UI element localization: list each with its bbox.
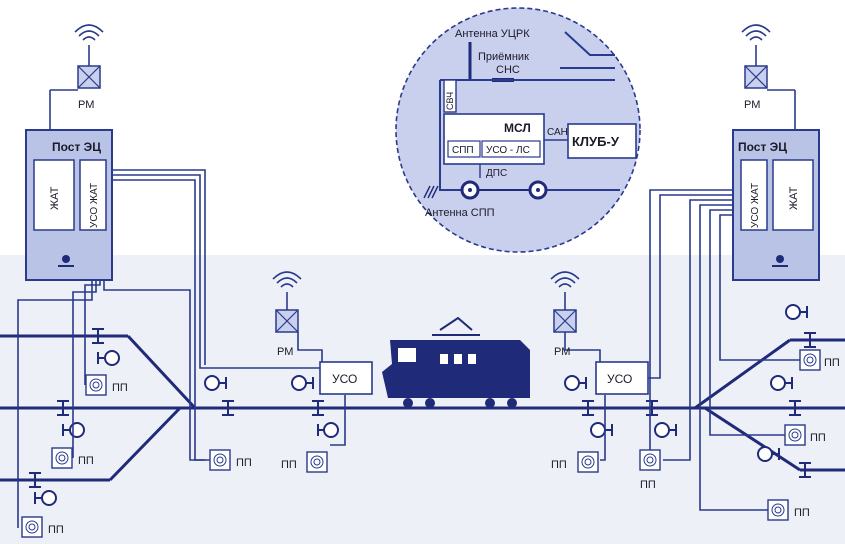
uso-ls-box: [481, 140, 541, 158]
klub-label: КЛУБ-У: [572, 134, 620, 149]
phone-icon: [772, 255, 788, 267]
rm-label: РМ: [744, 99, 760, 111]
pp-device: ПП: [85, 374, 128, 396]
pp-devices: ПП ПП ПП ПП ПП ПП ПП ПП ПП ПП: [21, 349, 840, 538]
sns-label: СНС: [496, 64, 520, 76]
left-lower-switch: [108, 406, 182, 482]
signals: [34, 304, 808, 506]
zhat-right-label: ЖАТ: [788, 186, 800, 210]
svg-text:ПП: ПП: [78, 455, 94, 467]
msl-label: МСЛ: [504, 121, 531, 135]
pp-device: ПП: [639, 449, 661, 491]
signal-icon: [317, 422, 339, 438]
right-upper-switch: [694, 338, 791, 410]
zhat-left-box: [33, 159, 75, 231]
left-upper-switch: [126, 334, 197, 410]
svg-text:ПП: ПП: [810, 432, 826, 444]
post-ec-left: Пост ЭЦ ЖАТ УСО ЖАТ: [25, 129, 113, 281]
post-ec-right: Пост ЭЦ УСО ЖАТ ЖАТ: [732, 129, 820, 281]
signal-icon: [654, 422, 677, 438]
svg-text:ПП: ПП: [551, 459, 567, 471]
signal-icon: [204, 375, 227, 391]
pp-device: ПП: [767, 499, 810, 521]
svg-text:ПП: ПП: [824, 357, 840, 369]
svg-text:ПП: ПП: [48, 524, 64, 536]
rm-left-middle: РМ: [272, 271, 302, 358]
svg-text:ПП: ПП: [112, 382, 128, 394]
background-band: [0, 255, 845, 544]
svg-text:ПП: ПП: [640, 479, 656, 491]
uso-zhat-left-label: УСО ЖАТ: [89, 183, 100, 228]
antenna-uckr-label: Антенна УЦРК: [455, 28, 530, 40]
san-label: САН: [547, 127, 568, 138]
signal-icon: [785, 304, 808, 320]
antenna-icon: [741, 24, 771, 66]
pp-device: ПП: [209, 449, 252, 471]
zhat-left-label: ЖАТ: [49, 186, 61, 210]
signal-icon: [757, 446, 780, 462]
antenna-icon: [74, 24, 104, 66]
post-ec-right-title: Пост ЭЦ: [738, 140, 787, 154]
svg-text:ПП: ПП: [794, 507, 810, 519]
pp-device: ПП: [21, 516, 64, 538]
rm-right-middle: РМ: [550, 271, 580, 358]
locomotive-icon: [382, 316, 530, 408]
signal-icon: [34, 490, 57, 506]
uso-left: УСО: [319, 361, 373, 395]
antenna-icon: [272, 271, 302, 310]
dps-label: ДПС: [486, 168, 507, 179]
pp-device: ПП: [551, 451, 599, 473]
svg-text:ПП: ПП: [236, 457, 252, 469]
uso-right: УСО: [595, 361, 649, 395]
tracks: [0, 334, 845, 482]
signal-icon: [291, 375, 314, 391]
spp-antenna-icon: [423, 185, 439, 199]
signal-icon: [564, 375, 587, 391]
klub-box: [567, 123, 637, 159]
pp-device: ПП: [784, 424, 826, 446]
signal-icon: [770, 375, 793, 391]
antenna-icon: [550, 271, 580, 310]
svch-label: СВЧ: [445, 92, 455, 110]
pp-device: ПП: [51, 447, 94, 469]
uso-zhat-right-box: [740, 159, 768, 231]
receiver-label: Приёмник: [478, 51, 529, 63]
phone-icon: [58, 255, 74, 267]
uso-zhat-right-label: УСО ЖАТ: [750, 183, 761, 228]
uso-label: УСО: [332, 372, 357, 386]
onboard-equipment-inset: Антенна УЦРК Приёмник СНС СВЧ МСЛ СПП УС…: [395, 7, 641, 253]
rm-right-top: РМ: [741, 24, 771, 111]
uso-zhat-left-box: [79, 159, 107, 231]
antenna-spp-label: Антенна СПП: [425, 207, 495, 219]
rm-label: РМ: [554, 346, 570, 358]
right-lower-switch: [704, 406, 801, 472]
uso-ls-label: УСО - ЛС: [486, 145, 530, 156]
post-ec-left-title: Пост ЭЦ: [52, 140, 101, 154]
spp-label: СПП: [452, 145, 474, 156]
rm-left-top: РМ: [74, 24, 104, 111]
spp-box: [447, 140, 481, 158]
pp-device: ПП: [799, 349, 840, 371]
svch-box: [443, 79, 457, 113]
signal-icon: [97, 350, 120, 366]
signal-icon: [590, 422, 613, 438]
wheelset: [460, 180, 548, 200]
pp-device: ПП: [281, 451, 328, 473]
rm-label: РМ: [277, 346, 293, 358]
zhat-right-box: [772, 159, 814, 231]
rm-label: РМ: [78, 99, 94, 111]
insulating-joints: [29, 328, 816, 488]
uso-label: УСО: [607, 372, 632, 386]
svg-text:ПП: ПП: [281, 459, 297, 471]
